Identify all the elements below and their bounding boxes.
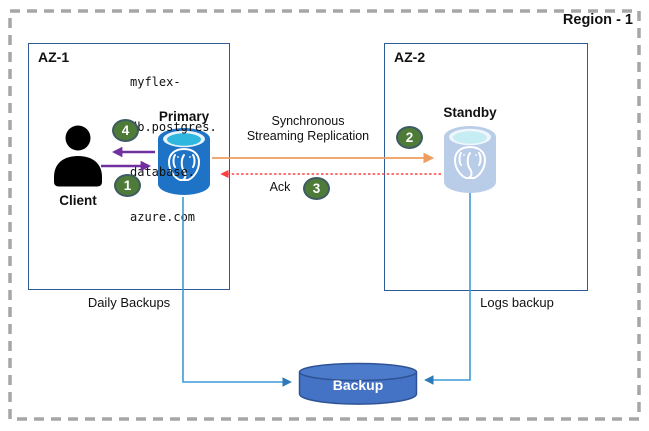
replication-label: Synchronous Streaming Replication <box>228 114 388 144</box>
step-marker-4: 4 <box>112 119 139 142</box>
replication-label-line1: Synchronous <box>271 114 345 128</box>
az2-label: AZ-2 <box>394 49 426 65</box>
client-person-icon <box>54 125 102 187</box>
region-label: Region - 1 <box>562 12 633 28</box>
person-body <box>54 156 102 187</box>
hostname-line-3: database. <box>130 165 196 179</box>
ack-label: Ack <box>269 180 291 194</box>
hostname-line-1: myflex- <box>130 75 181 89</box>
backup-label: Backup <box>332 377 384 393</box>
person-head <box>65 125 91 151</box>
standby-label: Standby <box>443 105 497 120</box>
primary-label: Primary <box>158 109 210 124</box>
replication-label-line2: Streaming Replication <box>246 129 370 143</box>
step-marker-3: 3 <box>303 177 330 200</box>
cylinder-top-water <box>453 131 487 144</box>
logs-backup-label: Logs backup <box>480 295 554 310</box>
standby-postgres-db-icon <box>444 126 496 193</box>
server-hostname: myflex- db.postgres. database. azure.com <box>130 45 217 255</box>
step-marker-1: 1 <box>114 174 141 197</box>
az1-label: AZ-1 <box>38 49 70 65</box>
hostname-line-4: azure.com <box>130 210 196 224</box>
daily-backups-label: Daily Backups <box>87 295 171 310</box>
step-marker-2: 2 <box>396 126 423 149</box>
client-label: Client <box>59 193 97 208</box>
